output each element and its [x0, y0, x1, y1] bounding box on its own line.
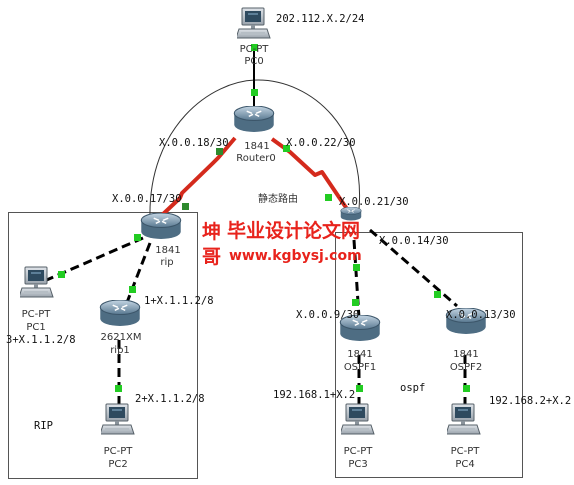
rip1-type-label: 2621XM — [101, 332, 142, 343]
status-light — [129, 286, 136, 293]
pc4-name-label: PC4 — [455, 459, 474, 470]
link-ospf-ospf2 — [369, 228, 458, 308]
status-light — [251, 89, 258, 96]
rip-router-name-label: rip — [160, 257, 173, 268]
status-light — [115, 385, 122, 392]
router0-icon[interactable] — [233, 106, 275, 133]
status-light — [353, 264, 360, 271]
watermark-line-2: www.kgbysj.com — [229, 248, 362, 264]
status-light — [251, 44, 258, 51]
pc0-type-label: PC-PT — [240, 44, 270, 55]
pc4-address-label: 192.168.2+X.2 — [489, 395, 571, 407]
watermark-char-2: 哥 — [202, 246, 221, 268]
ospf2-address-label: X.0.0.13/30 — [446, 309, 516, 321]
ospf2-type-label: 1841 — [453, 349, 478, 360]
watermark-line-1: 毕业设计论文网 — [227, 219, 360, 242]
network-arc — [149, 79, 360, 219]
link-status-lights — [58, 44, 470, 392]
status-light — [434, 291, 441, 298]
static-route-label: 静态路由 — [258, 192, 298, 205]
watermark: 坤 毕业设计论文网 哥 www.kgbysj.com — [202, 219, 362, 268]
rip-up-address-label: X.0.0.17/30 — [112, 193, 182, 205]
pc3-icon[interactable] — [340, 403, 375, 435]
router0-right-address-label: X.0.0.22/30 — [286, 137, 356, 149]
pc2-type-label: PC-PT — [104, 446, 134, 457]
link-rip-pc1 — [41, 236, 144, 284]
pc0-address-label: 202.112.X.2/24 — [276, 13, 365, 25]
pc1-name-label: PC1 — [26, 322, 45, 333]
status-light — [325, 194, 332, 201]
rip1-name-label: rip1 — [110, 345, 130, 356]
status-light — [216, 148, 223, 155]
status-light — [352, 299, 359, 306]
pc2-address-label: 2+X.1.1.2/8 — [135, 393, 205, 405]
rip1-up-address-label: 1+X.1.1.2/8 — [144, 295, 214, 307]
rip-zone-label: RIP — [34, 420, 53, 432]
pc3-name-label: PC3 — [348, 459, 367, 470]
ospf-zone-label: ospf — [400, 382, 425, 394]
pc1-icon[interactable] — [19, 266, 54, 298]
rip-router-type-label: 1841 — [155, 245, 180, 256]
status-light — [356, 385, 363, 392]
ospf-router-icon[interactable] — [340, 207, 362, 221]
ospf1-type-label: 1841 — [347, 349, 372, 360]
router0-left-address-label: X.0.0.18/30 — [159, 137, 229, 149]
rip-zone-box — [8, 212, 198, 479]
status-light — [283, 145, 290, 152]
router0-name-label: Router0 — [236, 153, 276, 164]
status-light — [182, 203, 189, 210]
ospf-zone-box — [335, 232, 523, 478]
ospf-right-address-label: X.0.0.14/30 — [379, 235, 449, 247]
ospf1-address-label: X.0.0.9/30 — [296, 309, 359, 321]
rip-router-icon[interactable] — [140, 213, 182, 240]
pc1-type-label: PC-PT — [22, 309, 52, 320]
pc0-name-label: PC0 — [244, 56, 263, 67]
pc3-address-label: 192.168.1+X.2 — [273, 389, 355, 401]
pc4-icon[interactable] — [446, 403, 481, 435]
pc0-icon[interactable] — [236, 7, 271, 39]
serial-router0-rip — [158, 136, 237, 219]
status-light — [134, 234, 141, 241]
link-rip-rip1 — [124, 242, 152, 306]
pc2-name-label: PC2 — [108, 459, 127, 470]
status-light — [463, 385, 470, 392]
pc3-type-label: PC-PT — [344, 446, 374, 457]
watermark-char-1: 坤 — [202, 220, 221, 243]
ospf2-name-label: OSPF2 — [450, 362, 482, 373]
ospf-up-address-label: X.0.0.21/30 — [339, 196, 409, 208]
pc2-icon[interactable] — [100, 403, 135, 435]
ospf1-name-label: OSPF1 — [344, 362, 376, 373]
pc4-type-label: PC-PT — [451, 446, 481, 457]
status-light — [58, 271, 65, 278]
router0-type-label: 1841 — [244, 141, 269, 152]
rip1-router-icon[interactable] — [99, 300, 141, 327]
pc1-address-label: 3+X.1.1.2/8 — [6, 334, 76, 346]
